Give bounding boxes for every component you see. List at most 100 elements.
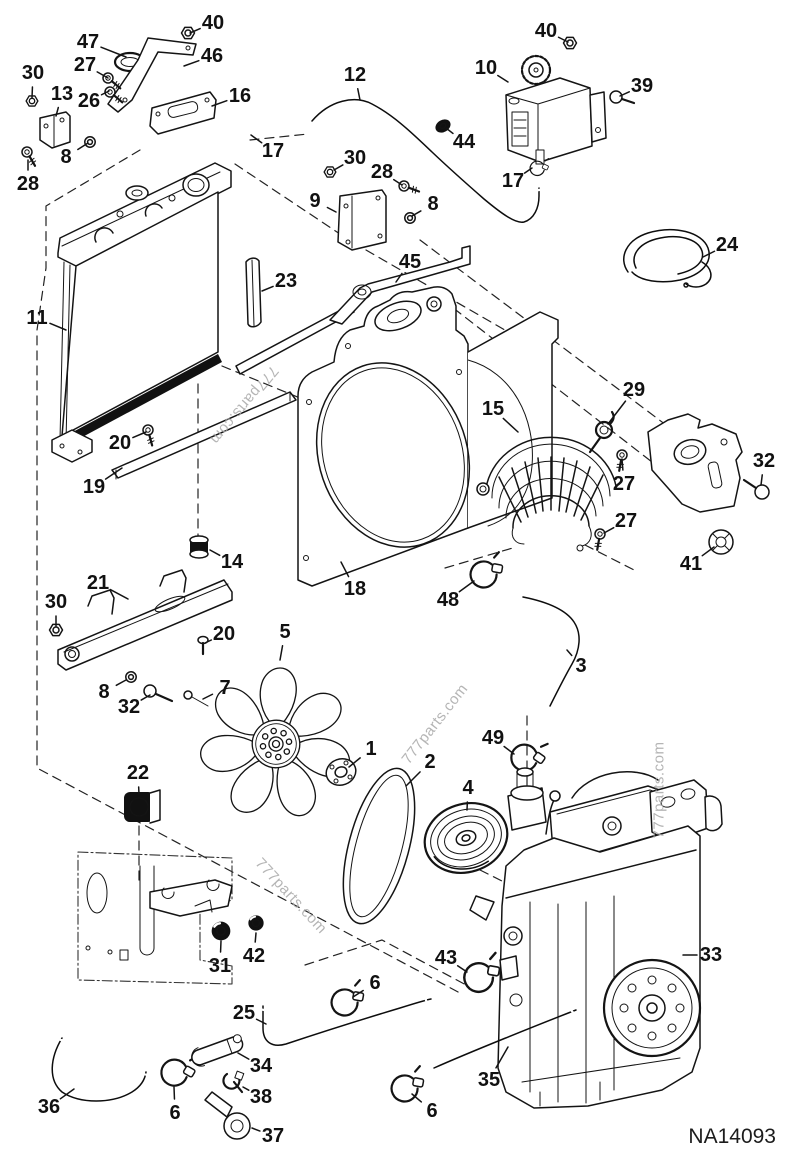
reservoir-tab [589, 91, 607, 143]
lower-panel [77, 851, 233, 985]
callout-leader [211, 99, 228, 107]
shroud-top-oval [374, 300, 422, 332]
callout-3: 3 [566, 649, 587, 677]
callout-41: 41 [680, 546, 715, 575]
callout-47: 47 [77, 31, 127, 58]
callout-2: 2 [405, 751, 436, 787]
callout-43: 43 [435, 947, 468, 973]
callout-36: 36 [38, 1088, 75, 1118]
engine-33 [469, 767, 723, 1109]
callout-leader [557, 36, 569, 43]
callout-leader [603, 526, 615, 534]
bolt-39 [609, 90, 623, 104]
callout-4: 4 [462, 777, 474, 811]
belt-2 [342, 767, 416, 925]
filler-neck [125, 185, 149, 201]
callout-leader [352, 989, 364, 998]
callout-number: 19 [83, 476, 105, 498]
callout-number: 27 [613, 473, 635, 495]
callout-42: 42 [243, 932, 265, 967]
callout-leader [760, 474, 764, 486]
callout-20: 20 [109, 431, 147, 454]
callout-number: 40 [202, 12, 224, 34]
callout-number: 17 [502, 170, 524, 192]
bracket-45 [329, 245, 471, 325]
callout-leader [405, 771, 421, 787]
callout-leader [109, 588, 129, 600]
callout-leader [701, 546, 715, 557]
callout-21: 21 [87, 572, 129, 600]
callout-18: 18 [340, 561, 366, 600]
callout-leader [96, 71, 109, 79]
callout-12: 12 [344, 64, 366, 101]
callout-number: 43 [435, 947, 457, 969]
callout-23: 23 [261, 270, 297, 292]
callout-number: 30 [22, 62, 44, 84]
clamp-48 [465, 550, 509, 592]
right-mount-cluster [588, 410, 770, 555]
callout-26: 26 [78, 90, 110, 112]
callout-number: 34 [250, 1055, 273, 1077]
upper-hose-3 [514, 589, 580, 712]
grommet-42 [247, 914, 265, 932]
callout-leader [77, 142, 89, 151]
callout-38: 38 [242, 1086, 272, 1108]
fan-5 [195, 664, 352, 823]
callout-number: 24 [716, 234, 739, 256]
callout-17: 17 [250, 134, 284, 162]
clip-29 [594, 420, 614, 440]
callout-8: 8 [98, 679, 127, 703]
hose-36 [51, 1030, 154, 1102]
callout-leader [523, 167, 533, 174]
callout-leader [340, 561, 350, 578]
clamp-6-c [386, 1064, 430, 1106]
callout-leader [189, 27, 201, 34]
callout-number: 44 [453, 131, 476, 153]
bolt-32-left [143, 684, 174, 703]
hose-35 [426, 1001, 583, 1076]
callout-leader [59, 1088, 75, 1100]
callout-19: 19 [83, 467, 123, 498]
callout-leader [49, 322, 67, 331]
screw-7 [183, 690, 209, 707]
callout-number: 40 [535, 20, 557, 42]
callout-39: 39 [619, 75, 653, 97]
callout-13: 13 [51, 83, 73, 117]
clip-bracket [149, 879, 233, 917]
callout-8: 8 [60, 142, 89, 168]
callout-number: 28 [371, 161, 393, 183]
callout-29: 29 [607, 379, 645, 425]
callout-16: 16 [211, 85, 251, 107]
callout-number: 32 [753, 450, 775, 472]
callout-22: 22 [127, 762, 149, 795]
callout-20: 20 [204, 623, 235, 645]
callout-leader [55, 106, 60, 117]
callout-40: 40 [535, 20, 569, 43]
reservoir-cap [520, 54, 552, 86]
callout-number: 39 [631, 75, 653, 97]
callout-number: 17 [262, 140, 284, 162]
pulley-4 [423, 802, 509, 874]
callout-number: 21 [87, 572, 109, 594]
callout-number: 7 [219, 677, 230, 699]
callout-number: 20 [213, 623, 235, 645]
seal-strip-23 [245, 257, 262, 328]
fan-guard-15 [476, 436, 617, 552]
callout-leader [411, 1093, 423, 1103]
callout-number: 5 [279, 621, 290, 643]
callout-32: 32 [118, 694, 151, 718]
callout-number: 28 [17, 173, 39, 195]
callout-37: 37 [251, 1125, 284, 1147]
callout-33: 33 [682, 944, 722, 966]
callout-35: 35 [478, 1046, 509, 1091]
callout-number: 13 [51, 83, 73, 105]
callout-number: 23 [275, 270, 297, 292]
radiator-bottom-seal [58, 354, 222, 448]
callout-leader [140, 694, 151, 701]
bracket-21-cluster [48, 535, 233, 707]
callout-number: 18 [344, 578, 366, 600]
callout-leader [348, 757, 361, 768]
callout-27: 27 [74, 54, 109, 79]
callout-leader [254, 932, 257, 943]
